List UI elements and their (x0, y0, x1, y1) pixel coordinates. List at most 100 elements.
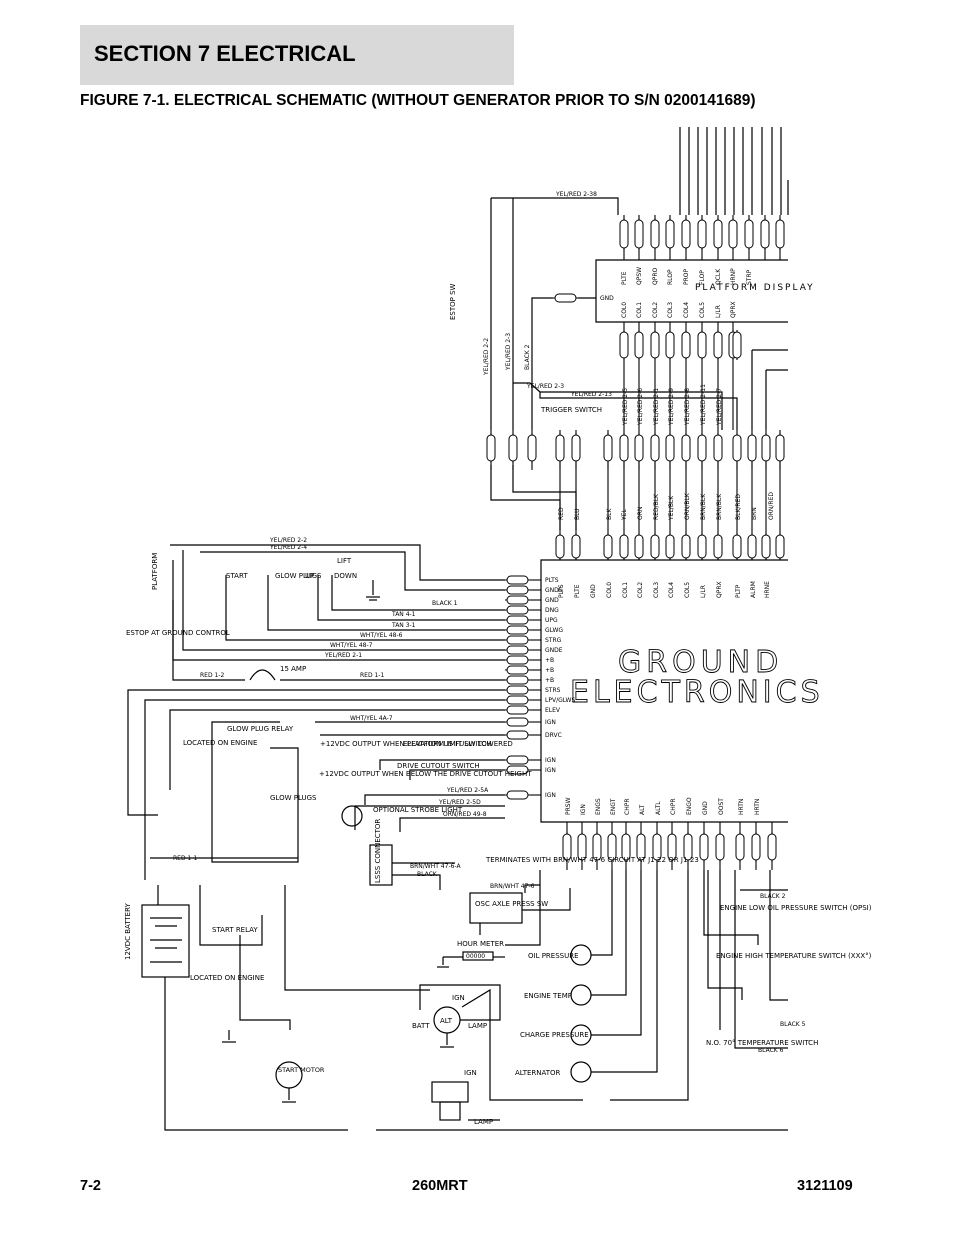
start-relay-label: START RELAY (212, 926, 258, 934)
connector-pin (555, 534, 565, 559)
lift-label: LIFT (337, 557, 352, 565)
ground-bottom-pin: ALT (639, 804, 646, 815)
note-below: +12VDC OUTPUT WHEN BELOW THE DRIVE CUTOU… (319, 770, 532, 778)
connector-pin (607, 833, 617, 861)
down-label: DOWN (334, 572, 357, 580)
platform-bottom-pin: COL4 (683, 302, 690, 318)
connector-pin (665, 219, 675, 249)
ground-top-pin: PLTS (558, 584, 565, 598)
ground-top-pin: COL4 (668, 582, 675, 598)
connector-pin (681, 331, 691, 359)
batt-label: BATT (412, 1022, 430, 1030)
platform-top-pin: QPSW (636, 267, 643, 285)
ground-left-pin: IGN (545, 719, 556, 726)
wire-label: BLACK 2 (524, 344, 531, 370)
alternator-label: ALTERNATOR (515, 1069, 561, 1077)
high-temp-label: ENGINE HIGH TEMPERATURE SWITCH (XXX°) (716, 952, 872, 960)
footer-doc-number: 3121109 (797, 1178, 853, 1194)
connector-pin (562, 833, 572, 861)
platform-top-pin: HRNP (730, 268, 737, 285)
wire-label: YEL/RED 2-5A (446, 787, 489, 794)
ground-left-pin: +B (545, 667, 554, 674)
connector-pin (506, 705, 529, 715)
ground-left-pin: LPV/GLWS (545, 697, 575, 704)
glow-plugs-label: GLOW PLUGS (270, 794, 317, 802)
connector-pin (681, 219, 691, 249)
ground-bottom-pin: OOST (718, 798, 725, 815)
connector-pin (650, 534, 660, 559)
wire-label: YEL/RED 2-2 (483, 338, 490, 376)
connector-pin (506, 765, 529, 775)
ground-bottom-pin: HRTN (754, 799, 761, 815)
connector-pin (732, 331, 742, 359)
connector-pin (713, 331, 723, 359)
wire-label: TAN 4-1 (391, 611, 416, 618)
connector-pin (592, 833, 602, 861)
ground-top-pin: COL2 (637, 582, 644, 598)
ground-top-pin: COL3 (653, 582, 660, 598)
lsss-connector-label: LSSS CONNECTOR (374, 819, 382, 883)
wire-label: YEL/RED 2-11 (700, 384, 707, 426)
connector-pin (506, 730, 529, 740)
ground-bottom-pin: PRSW (565, 797, 572, 815)
ground-top-pin: ALRM (750, 581, 757, 598)
terminates-note: TERMINATES WITH BRN/WHT 47-6 CIRCUIT AT … (485, 856, 699, 864)
connector-pin (506, 605, 529, 615)
low-oil-label: ENGINE LOW OIL PRESSURE SWITCH (OPSI) (720, 904, 872, 912)
connector-pin (713, 434, 723, 462)
wire-label: YEL/RED 2-13 (570, 391, 612, 398)
wire-color-label: ORN/RED (768, 492, 775, 520)
connector-pin (506, 625, 529, 635)
connector-pin (506, 685, 529, 695)
no-temp-label: N.O. 70° TEMPERATURE SWITCH (706, 1039, 818, 1047)
connector-pin (683, 833, 693, 861)
connector-pin (555, 434, 565, 462)
platform-top-pin: RLOP (667, 269, 674, 285)
ground-top-pin: HRNE (764, 581, 771, 598)
connector-pin (760, 219, 770, 249)
connector-pin (527, 434, 537, 462)
wire-label: RED 1-1 (360, 672, 384, 679)
connector-pin (728, 219, 738, 249)
wire-label: BRN/WHT 47-6-A (410, 863, 461, 870)
wire-color-label: RED (558, 507, 565, 520)
wire-label: BLACK (417, 871, 438, 878)
oil-pressure-label: OIL PRESSURE (528, 952, 579, 960)
wire-label: BLACK 2 (760, 893, 786, 900)
ground-left-pin: IGN (545, 757, 556, 764)
connector-pin (634, 534, 644, 559)
connector-pin (506, 615, 529, 625)
wire-color-label: BRN/BLK (700, 493, 707, 520)
alt-label: ALT (440, 1017, 453, 1025)
connector-pin (652, 833, 662, 861)
connector-pin (619, 434, 629, 462)
platform-top-pin: STRP (746, 269, 753, 285)
wire-color-label: BLK (606, 508, 613, 520)
ign-label: IGN (452, 994, 465, 1002)
connector-pin (571, 534, 581, 559)
connector-pin (697, 331, 707, 359)
ground-left-pin: DNG (545, 607, 559, 614)
wire-color-label: BLU (574, 508, 581, 520)
connector-pin (665, 434, 675, 462)
connector-pin (681, 534, 691, 559)
platform-bottom-pin: GND (600, 295, 614, 302)
ground-left-pin: +B (545, 657, 554, 664)
ground-top-pin: QPRX (716, 581, 723, 598)
up-label: UP (305, 572, 314, 580)
wire-label: BLACK 5 (780, 1021, 806, 1028)
ground-left-pin: IGN (545, 792, 556, 799)
section-banner: SECTION 7 ELECTRICAL (80, 25, 514, 85)
ground-bottom-pin: ALTL (655, 801, 662, 815)
connector-pin (775, 219, 785, 249)
connector-pin (667, 833, 677, 861)
wire-label: YEL/RED 2-3 (505, 333, 512, 371)
platform-display-label: PLATFORM DISPLAY (695, 283, 815, 293)
ground-left-pin: +B (545, 677, 554, 684)
connector-pin (506, 665, 529, 675)
ground-bottom-pin: CHPR (670, 799, 677, 816)
trigger-switch-label: TRIGGER SWITCH (540, 406, 602, 414)
connector-pin (751, 833, 761, 861)
start-motor-label: START MOTOR (278, 1066, 325, 1074)
ground-left-pin: GNDS (545, 587, 563, 594)
